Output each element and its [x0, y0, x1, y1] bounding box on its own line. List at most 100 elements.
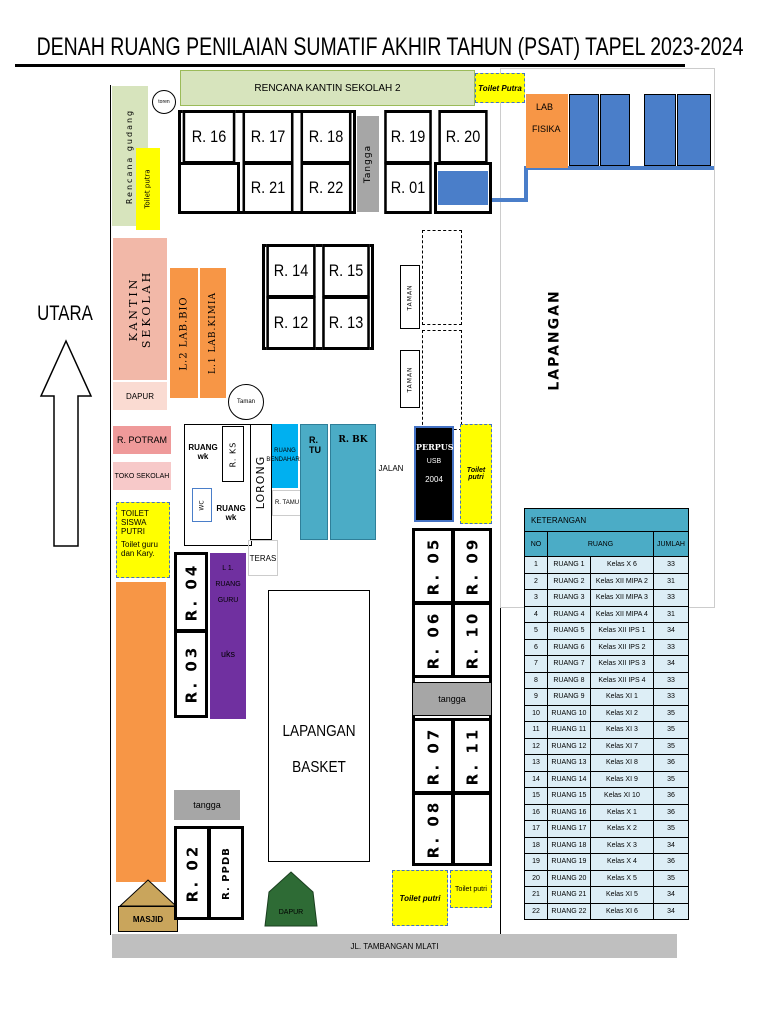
- admin-block: [184, 424, 252, 546]
- legend-no: 7: [524, 655, 548, 673]
- r-ks-label: R. KS: [228, 441, 238, 467]
- room-08: R. 08: [412, 792, 454, 866]
- legend-no: 13: [524, 754, 548, 772]
- room-18: R. 18: [300, 110, 352, 164]
- kantin-label: KANTIN SEKOLAH: [127, 269, 153, 349]
- legend-jumlah: 36: [653, 803, 689, 821]
- kantin-sekolah: [113, 238, 167, 380]
- room-11: R. 11: [452, 718, 492, 794]
- toilet-putri-b: Toilet putri: [450, 870, 492, 908]
- lapangan-label: LAPANGAN: [547, 289, 564, 391]
- west-orange-building: [116, 582, 166, 882]
- legend-kelas: Kelas X 3: [589, 836, 655, 854]
- ruang-wk-2: RUANG wk: [216, 504, 246, 522]
- room-12: R. 12: [266, 296, 316, 350]
- legend-ruang: RUANG 1: [547, 556, 591, 574]
- wc: WC: [192, 488, 212, 522]
- legend-kelas: Kelas X 6: [589, 556, 655, 574]
- lab-room-blue-1: [569, 94, 599, 166]
- legend-kelas: Kelas X 2: [589, 820, 655, 838]
- lab-room-blue-3: [644, 94, 676, 166]
- room-02-label: R. 02: [183, 843, 201, 903]
- legend-kelas: Kelas XII IPS 4: [589, 671, 655, 689]
- legend-jumlah: 33: [653, 556, 689, 574]
- toilet-siswa-putri: TOILET SISWA PUTRI Toilet guru dan Kary.: [116, 502, 170, 578]
- lab-room-blue-2: [600, 94, 630, 166]
- room-11-label: R. 11: [463, 726, 481, 786]
- legend-ruang: RUANG 7: [547, 655, 591, 673]
- legend-ruang: RUANG 22: [547, 902, 591, 920]
- legend-kelas: Kelas XII MIPA 4: [589, 605, 655, 623]
- legend-kelas: Kelas XI 5: [589, 886, 655, 904]
- toilet-putra-top: Toilet Putra: [475, 73, 525, 103]
- legend-kelas: Kelas XII IPS 2: [589, 638, 655, 656]
- room-13: R. 13: [322, 296, 370, 350]
- legend-kelas: Kelas XI 9: [589, 770, 655, 788]
- legend-head-no: NO: [524, 531, 548, 557]
- legend-kelas: Kelas XI 8: [589, 754, 655, 772]
- legend-jumlah: 36: [653, 754, 689, 772]
- blue-corridor-line-3: [524, 166, 714, 170]
- r-tamu: R. TAMU: [272, 490, 302, 516]
- legend-kelas: Kelas XII MIPA 3: [589, 589, 655, 607]
- legend-jumlah: 35: [653, 820, 689, 838]
- r-bk: R. BK: [330, 424, 376, 540]
- site-boundary-west: [110, 85, 111, 935]
- dapur-tree-icon: [264, 871, 318, 927]
- room-05: R. 05: [412, 528, 454, 604]
- legend-no: 22: [524, 902, 548, 920]
- legend-kelas: Kelas X 5: [589, 869, 655, 887]
- tangga-top-label: Tangga: [363, 144, 374, 184]
- legend-no: 20: [524, 869, 548, 887]
- taman-outline-1: [422, 230, 462, 325]
- legend-ruang: RUANG 3: [547, 589, 591, 607]
- legend-jumlah: 34: [653, 902, 689, 920]
- room-05-label: R. 05: [424, 536, 442, 596]
- lapangan-field: LAPANGAN: [540, 270, 570, 410]
- legend-head-ruang: RUANG: [547, 531, 654, 557]
- legend-jumlah: 33: [653, 589, 689, 607]
- jalan: JALAN: [378, 463, 404, 473]
- r-potram: R. POTRAM: [113, 426, 171, 454]
- legend-no: 14: [524, 770, 548, 788]
- legend-jumlah: 31: [653, 572, 689, 590]
- lab-bio-label: L.2 LAB.BIO: [178, 295, 190, 371]
- room-07-label: R. 07: [424, 726, 442, 786]
- legend-jumlah: 34: [653, 836, 689, 854]
- room-16: R. 16: [182, 110, 236, 164]
- legend-no: 10: [524, 704, 548, 722]
- usb-label: USB: [426, 458, 442, 465]
- lab-room-blue-4: [677, 94, 711, 166]
- legend-kelas: Kelas XI 2: [589, 704, 655, 722]
- ruang-guru: L 1. RUANG GURU uks: [210, 553, 246, 719]
- legend-kelas: Kelas XI 6: [589, 902, 655, 920]
- r-tu: R. TU: [300, 424, 328, 540]
- wc-label: WC: [198, 499, 206, 511]
- legend-no: 3: [524, 589, 548, 607]
- legend-ruang: RUANG 16: [547, 803, 591, 821]
- lorong: LORONG: [250, 424, 272, 540]
- perpus-label: PERPUS: [416, 442, 454, 452]
- legend-no: 16: [524, 803, 548, 821]
- uks-label: uks: [220, 649, 235, 659]
- taman-circle: Taman: [228, 384, 264, 420]
- room-06-label: R. 06: [424, 610, 442, 670]
- legend-kelas: Kelas XII MIPA 2: [589, 572, 655, 590]
- teras: TERAS: [248, 540, 278, 576]
- room-20: R. 20: [438, 110, 488, 164]
- legend-no: 2: [524, 572, 548, 590]
- room-21: R. 21: [242, 162, 294, 214]
- tangga-top: Tangga: [357, 116, 379, 212]
- room-02: R. 02: [174, 826, 210, 920]
